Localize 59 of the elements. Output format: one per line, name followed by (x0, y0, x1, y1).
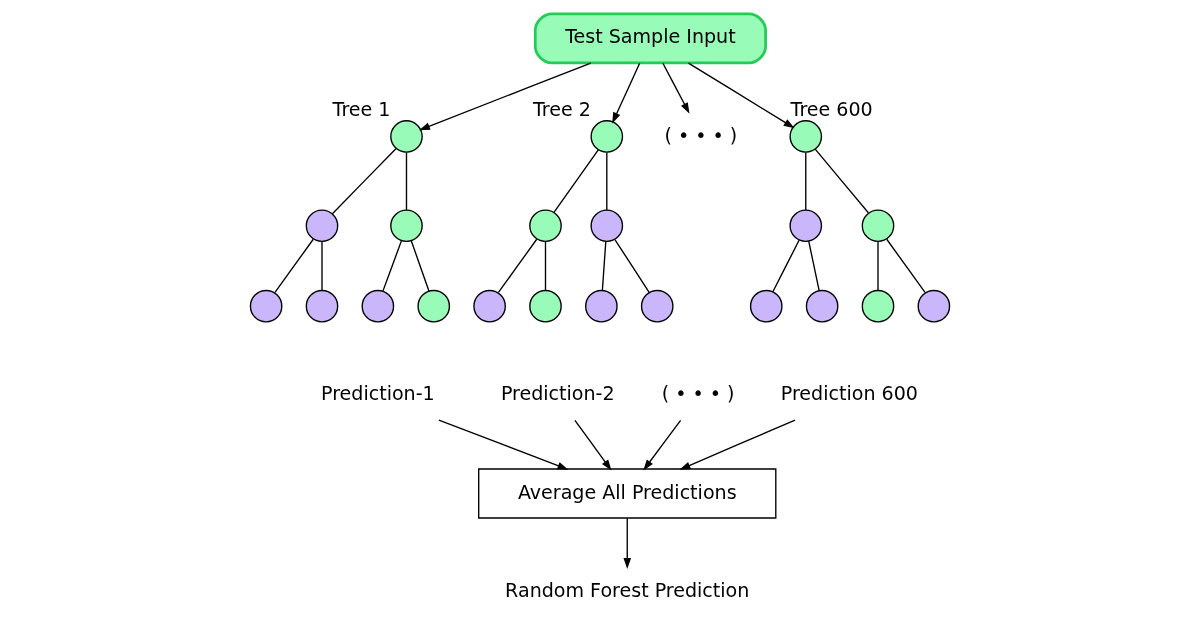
arrow (623, 517, 632, 570)
connector (553, 149, 599, 214)
arrow (679, 419, 796, 470)
node-text: Prediction-1 (321, 382, 435, 405)
node-circle (805, 289, 839, 323)
node-circle (529, 209, 562, 243)
connector (601, 241, 607, 291)
node-circle (861, 289, 895, 323)
node-circle (390, 120, 423, 153)
node-circle (749, 289, 783, 323)
node-circle (361, 289, 395, 323)
connector (274, 238, 314, 294)
node-label: Tree 1 (332, 97, 391, 120)
node-circle (917, 289, 951, 323)
connector (886, 238, 926, 294)
connector (497, 238, 538, 294)
connector (544, 241, 547, 291)
arrow (438, 419, 569, 470)
connector (772, 239, 800, 293)
connector (808, 240, 820, 292)
arrow (643, 419, 682, 471)
arrow (419, 62, 592, 131)
node-label: Tree 600 (790, 97, 873, 120)
node-circle (789, 120, 823, 153)
node-circle (861, 209, 895, 243)
node-circle (305, 289, 339, 323)
node-circle (640, 289, 674, 323)
node-text: ( • • • ) (661, 382, 735, 405)
node-circle (305, 209, 339, 243)
connector (805, 151, 807, 211)
node-circle (529, 289, 562, 323)
arrow (574, 419, 612, 471)
node-box: Test Sample Input (533, 12, 767, 65)
node-label: Tree 2 (532, 97, 591, 120)
arrow (662, 62, 690, 114)
connector (614, 238, 650, 294)
connector (877, 241, 879, 291)
node-circle (590, 209, 624, 243)
node-circle (473, 289, 506, 323)
connector (331, 147, 397, 215)
arrow (612, 62, 641, 124)
connector (606, 151, 608, 211)
node-text: Random Forest Prediction (505, 578, 750, 601)
node-circle (789, 209, 823, 243)
node-circle (585, 289, 618, 323)
node-circle (590, 120, 624, 153)
node-text: ( • • • ) (664, 123, 738, 146)
node-circle (417, 289, 451, 323)
node-box: Average All Predictions (478, 468, 777, 519)
node-circle (390, 209, 423, 243)
connector (410, 240, 430, 292)
node-text: Prediction-2 (500, 382, 615, 405)
connector (405, 151, 408, 211)
node-text: Prediction 600 (780, 382, 918, 405)
node-circle (249, 289, 283, 323)
arrow (687, 62, 795, 129)
connector (382, 239, 403, 292)
connector (321, 241, 323, 291)
connector (814, 148, 869, 214)
